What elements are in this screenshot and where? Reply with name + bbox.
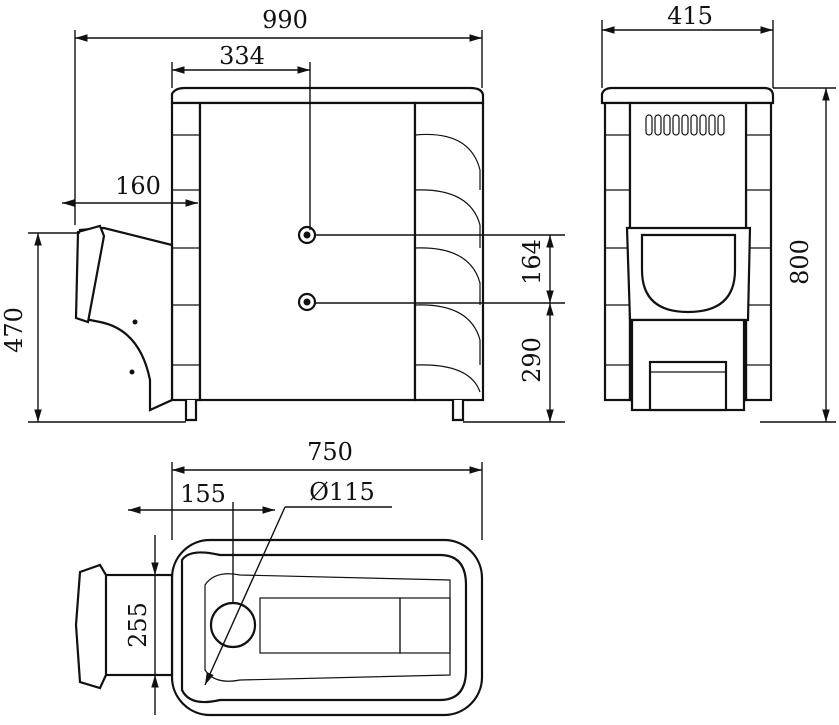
- side-stone-seams: [605, 134, 771, 366]
- dim-pipe-spacing: 164: [518, 239, 546, 285]
- side-firebox-door: [640, 233, 737, 314]
- firebox-tunnel: [74, 224, 174, 412]
- side-view: 415 800: [600, 2, 836, 423]
- dim-depth: 415: [667, 2, 713, 30]
- front-view: 990 334 160 470 164 290: [0, 6, 565, 423]
- lower-pipe-hole: [303, 298, 311, 306]
- front-left-leg: [184, 400, 198, 422]
- dim-firebox-width: 255: [124, 602, 152, 648]
- dim-chimney-offset-top: 155: [180, 480, 226, 508]
- front-panel: [198, 101, 417, 402]
- dim-chimney-offset: 334: [219, 42, 265, 70]
- firebox-door: [74, 224, 106, 324]
- left-stone-column: [170, 101, 202, 402]
- dim-firebox-extension: 160: [115, 172, 161, 200]
- dim-height: 800: [786, 239, 814, 285]
- chimney-outlet: [209, 601, 257, 649]
- dim-firebox-height: 470: [0, 307, 28, 353]
- heat-fins: [414, 133, 481, 393]
- top-stone-compartment-end: [399, 597, 451, 654]
- side-top-cap: [600, 86, 775, 105]
- top-cap: [170, 86, 485, 105]
- top-inner-outline: [180, 551, 468, 704]
- dim-chimney-diameter: Ø115: [309, 478, 374, 506]
- ash-drawer: [648, 360, 728, 412]
- side-left-stones: [603, 101, 632, 402]
- front-right-leg: [451, 400, 465, 422]
- dim-lower-pipe-height: 290: [518, 337, 546, 383]
- top-firebox-door: [74, 563, 108, 690]
- top-view: 750 155 Ø115 255: [74, 438, 484, 717]
- vent-slots: [645, 114, 725, 136]
- upper-pipe-hole: [303, 231, 311, 239]
- dim-body-length: 750: [307, 438, 353, 466]
- stone-seams: [172, 134, 200, 366]
- dim-overall-width: 990: [262, 6, 308, 34]
